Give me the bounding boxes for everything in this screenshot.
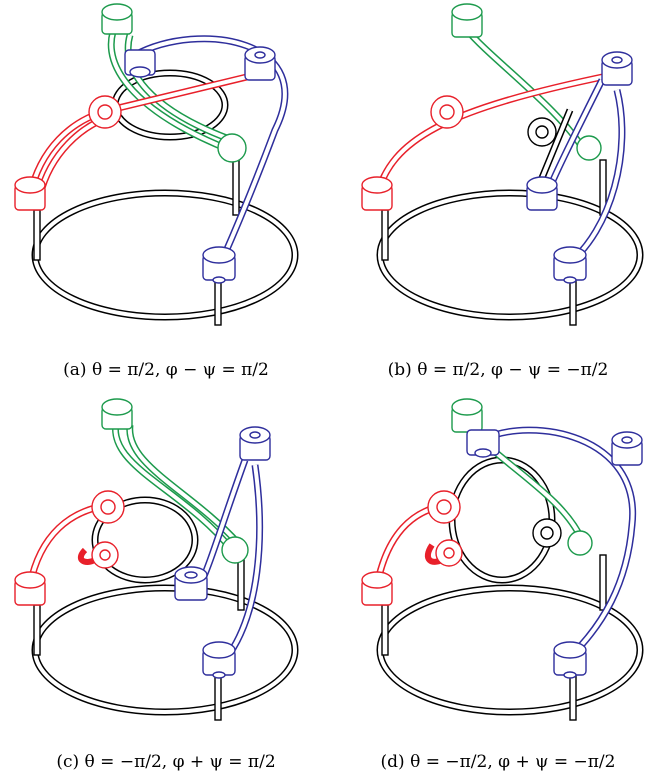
base-posts — [33, 159, 240, 326]
caption-b: (b) θ = π/2, φ − ψ = −π/2 — [387, 360, 609, 380]
joint-green-low — [576, 135, 602, 161]
joint-red-mid — [91, 490, 125, 524]
joint-purple — [526, 176, 558, 211]
mechanism-diagram-a — [14, 3, 299, 326]
mechanism-diagram-c — [14, 398, 299, 721]
joint-purple — [174, 566, 208, 601]
joint-red-low-2 — [435, 539, 463, 567]
joint-green-low — [221, 536, 249, 564]
joint-blue-top — [611, 431, 643, 466]
joint-blue-low — [553, 641, 587, 679]
joint-blue-low — [202, 641, 236, 679]
joint-blue-top — [239, 426, 271, 461]
blue-arm — [564, 89, 626, 268]
panel-b — [332, 0, 664, 340]
panel-a — [0, 0, 332, 340]
joint-green-top — [101, 398, 133, 430]
mechanism-diagram-d — [361, 398, 644, 721]
mechanism-diagram-b — [361, 3, 644, 326]
joint-red-low — [14, 176, 46, 211]
joint-red-mid — [427, 490, 461, 524]
joint-green-top — [101, 3, 133, 35]
panel-d — [332, 395, 664, 740]
caption-c: (c) θ = −π/2, φ + ψ = π/2 — [56, 752, 276, 772]
base-posts — [381, 159, 607, 326]
joint-red-mid — [430, 95, 464, 129]
joint-black — [527, 117, 557, 147]
panel-c — [0, 395, 332, 740]
joint-red-low-2 — [91, 541, 119, 569]
joint-green-top — [451, 3, 483, 38]
joint-red-low — [361, 176, 393, 211]
joint-green-top — [451, 398, 483, 433]
joint-green-low — [217, 133, 247, 163]
caption-a: (a) θ = π/2, φ − ψ = π/2 — [63, 360, 269, 380]
joint-blue-low — [202, 246, 236, 284]
joint-red-mid — [88, 95, 122, 129]
joint-blue-low — [553, 246, 587, 284]
joint-red-low — [361, 571, 393, 606]
joint-purple — [124, 49, 156, 78]
joint-red-low — [14, 571, 46, 606]
joint-black — [532, 518, 562, 548]
joint-green-low — [567, 530, 593, 556]
caption-d: (d) θ = −π/2, φ + ψ = −π/2 — [380, 752, 616, 772]
joint-blue-top — [601, 51, 633, 86]
joint-blue-top — [244, 46, 276, 81]
joint-purple — [466, 429, 500, 458]
